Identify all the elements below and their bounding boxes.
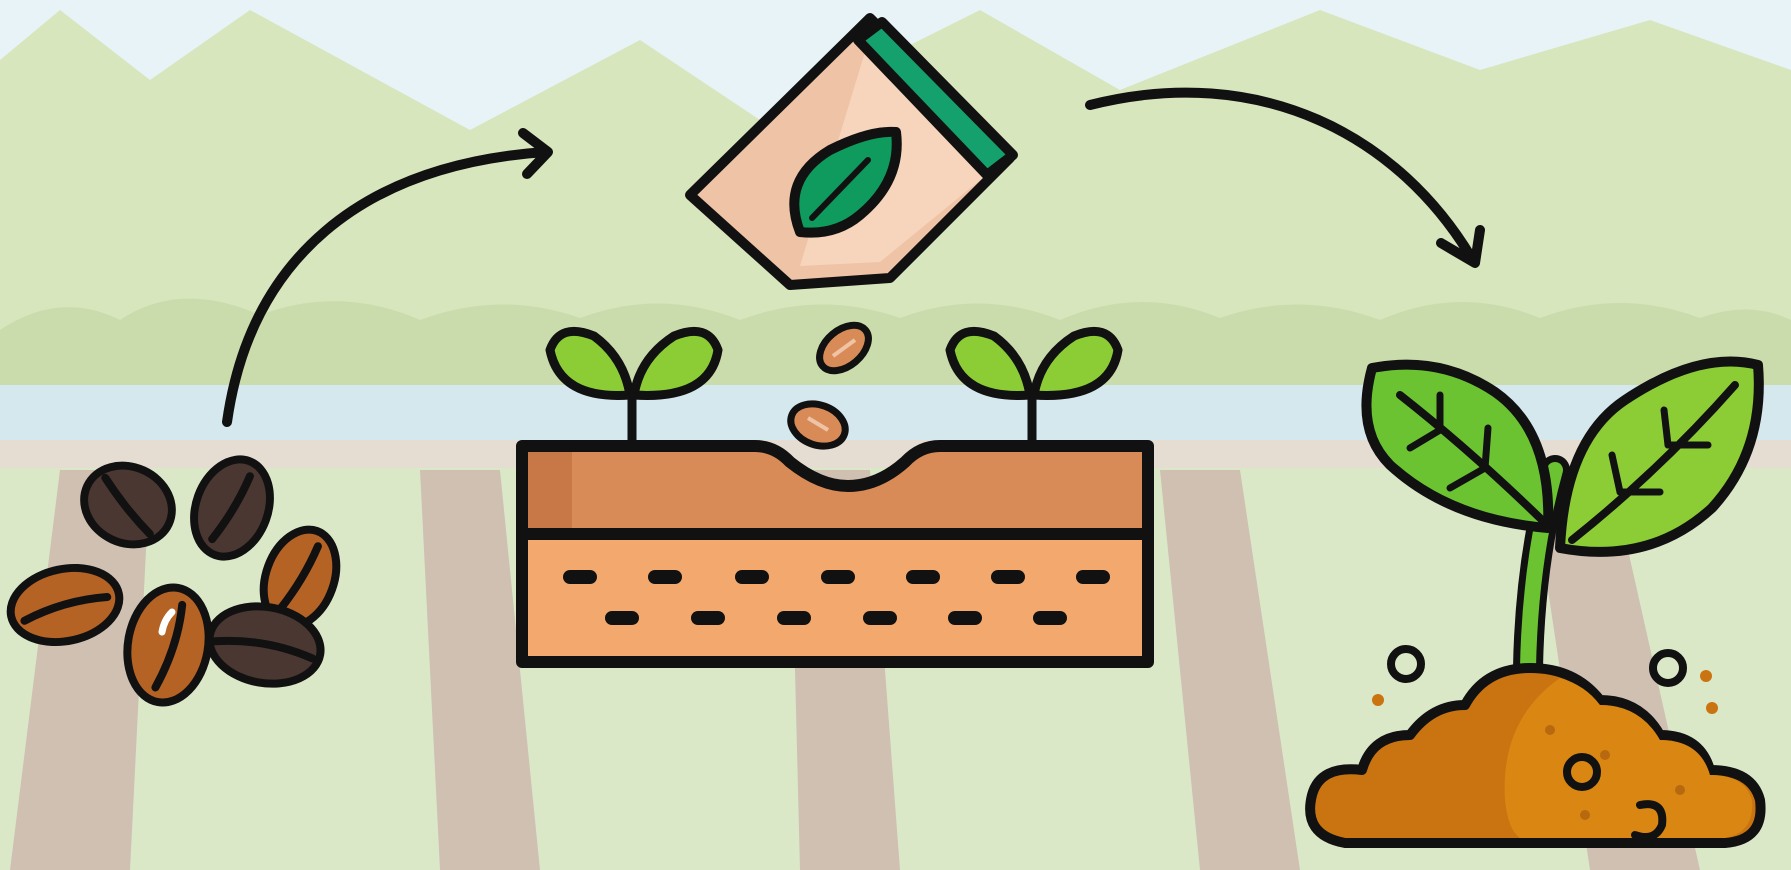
soil-specks: [1372, 670, 1718, 820]
sprout-soil-icon: [1305, 356, 1766, 848]
curved-arrow-icon: [222, 147, 550, 427]
arrowhead-icon: [1436, 225, 1485, 268]
arrow-seeds-to-planting: [222, 128, 553, 427]
soil-clod: [1563, 753, 1601, 791]
seedling-right: [945, 326, 1123, 440]
arrowhead-icon: [518, 128, 553, 179]
tree-line: [0, 298, 1791, 390]
soil-dashes: [563, 570, 1110, 625]
seed-bag-soil-icon: [516, 13, 1154, 668]
sprout-leaf-left: [1361, 359, 1554, 533]
coffee-beans-icon: [6, 455, 341, 707]
seedling-left: [545, 326, 723, 440]
soil-mound: [1305, 645, 1766, 848]
arrow-planting-to-growth: [1085, 87, 1485, 268]
curved-arrow-icon: [1085, 87, 1479, 267]
sprout-leaf-right: [1555, 356, 1764, 557]
falling-seeds: [787, 321, 872, 450]
seed-bag: [685, 13, 1018, 290]
soil-block: [516, 440, 1154, 668]
